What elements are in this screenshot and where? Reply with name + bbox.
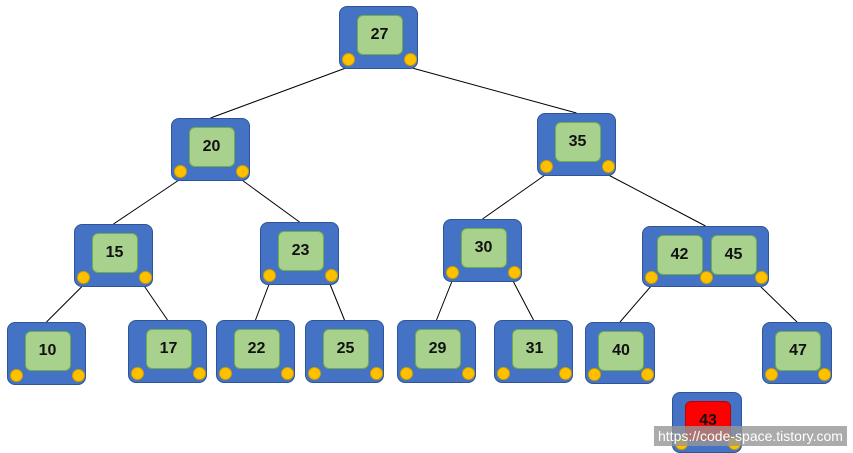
tree-node-20: 20 [171, 118, 250, 181]
child-pointer-icon [325, 269, 338, 282]
key-29: 29 [414, 329, 461, 369]
edge-n15-n17 [143, 284, 168, 321]
key-23: 23 [277, 231, 324, 271]
edge-n20-n15 [113, 178, 181, 225]
child-pointer-icon [645, 271, 658, 284]
tree-node-40: 40 [585, 322, 655, 384]
child-pointer-icon [818, 368, 831, 381]
child-pointer-icon [281, 367, 294, 380]
child-pointer-icon [131, 367, 144, 380]
child-pointer-icon [508, 266, 521, 279]
child-pointer-icon [700, 271, 713, 284]
edge-n27-n35 [408, 66, 577, 114]
child-pointer-icon [10, 369, 23, 382]
child-pointer-icon [308, 367, 321, 380]
child-pointer-icon [72, 369, 85, 382]
key-22: 22 [233, 329, 280, 369]
edge-n35-n30 [482, 173, 547, 220]
edge-n35-n4245 [606, 173, 706, 227]
edge-n30-n29 [436, 279, 453, 321]
key-45: 45 [710, 235, 757, 275]
child-pointer-icon [755, 271, 768, 284]
tree-node-17: 17 [128, 320, 207, 383]
tree-node-27: 27 [339, 6, 418, 69]
child-pointer-icon [77, 271, 90, 284]
edge-n20-n23 [240, 178, 300, 223]
child-pointer-icon [174, 165, 187, 178]
child-pointer-icon [446, 266, 459, 279]
key-35: 35 [554, 122, 601, 162]
child-pointer-icon [641, 368, 654, 381]
child-pointer-icon [236, 165, 249, 178]
key-31: 31 [511, 329, 558, 369]
tree-node-31: 31 [494, 320, 573, 383]
tree-node-10: 10 [7, 322, 86, 385]
key-20: 20 [188, 127, 235, 167]
tree-node-23: 23 [260, 222, 339, 285]
child-pointer-icon [139, 271, 152, 284]
key-27: 27 [356, 15, 403, 55]
child-pointer-icon [497, 367, 510, 380]
key-10: 10 [24, 331, 71, 371]
key-47: 47 [775, 331, 821, 371]
edge-n23-n22 [255, 282, 270, 321]
tree-node-22: 22 [216, 320, 295, 383]
key-15: 15 [91, 233, 138, 273]
tree-node-29: 29 [397, 320, 476, 383]
key-30: 30 [460, 228, 507, 268]
key-25: 25 [322, 329, 369, 369]
edge-n23-n25 [329, 282, 345, 321]
edge-n27-n20 [210, 66, 349, 119]
key-42: 42 [656, 235, 703, 275]
tree-node-47: 47 [762, 322, 832, 384]
edge-n30-n31 [512, 279, 534, 321]
edge-n4245-n47 [758, 284, 798, 323]
child-pointer-icon [263, 269, 276, 282]
key-40: 40 [598, 331, 644, 371]
child-pointer-icon [588, 368, 601, 381]
child-pointer-icon [342, 53, 355, 66]
child-pointer-icon [462, 367, 475, 380]
tree-node-30: 30 [443, 219, 522, 282]
child-pointer-icon [540, 160, 553, 173]
child-pointer-icon [602, 160, 615, 173]
watermark: https://code-space.tistory.com [654, 426, 847, 446]
child-pointer-icon [400, 367, 413, 380]
child-pointer-icon [559, 367, 572, 380]
tree-node-25: 25 [305, 320, 384, 383]
child-pointer-icon [219, 367, 232, 380]
tree-node-35: 35 [537, 113, 616, 176]
edge-n4245-n40 [619, 284, 653, 323]
child-pointer-icon [193, 367, 206, 380]
key-17: 17 [145, 329, 192, 369]
child-pointer-icon [404, 53, 417, 66]
tree-node-15: 15 [74, 224, 153, 287]
child-pointer-icon [370, 367, 383, 380]
child-pointer-icon [765, 368, 778, 381]
edge-n15-n10 [46, 284, 84, 323]
